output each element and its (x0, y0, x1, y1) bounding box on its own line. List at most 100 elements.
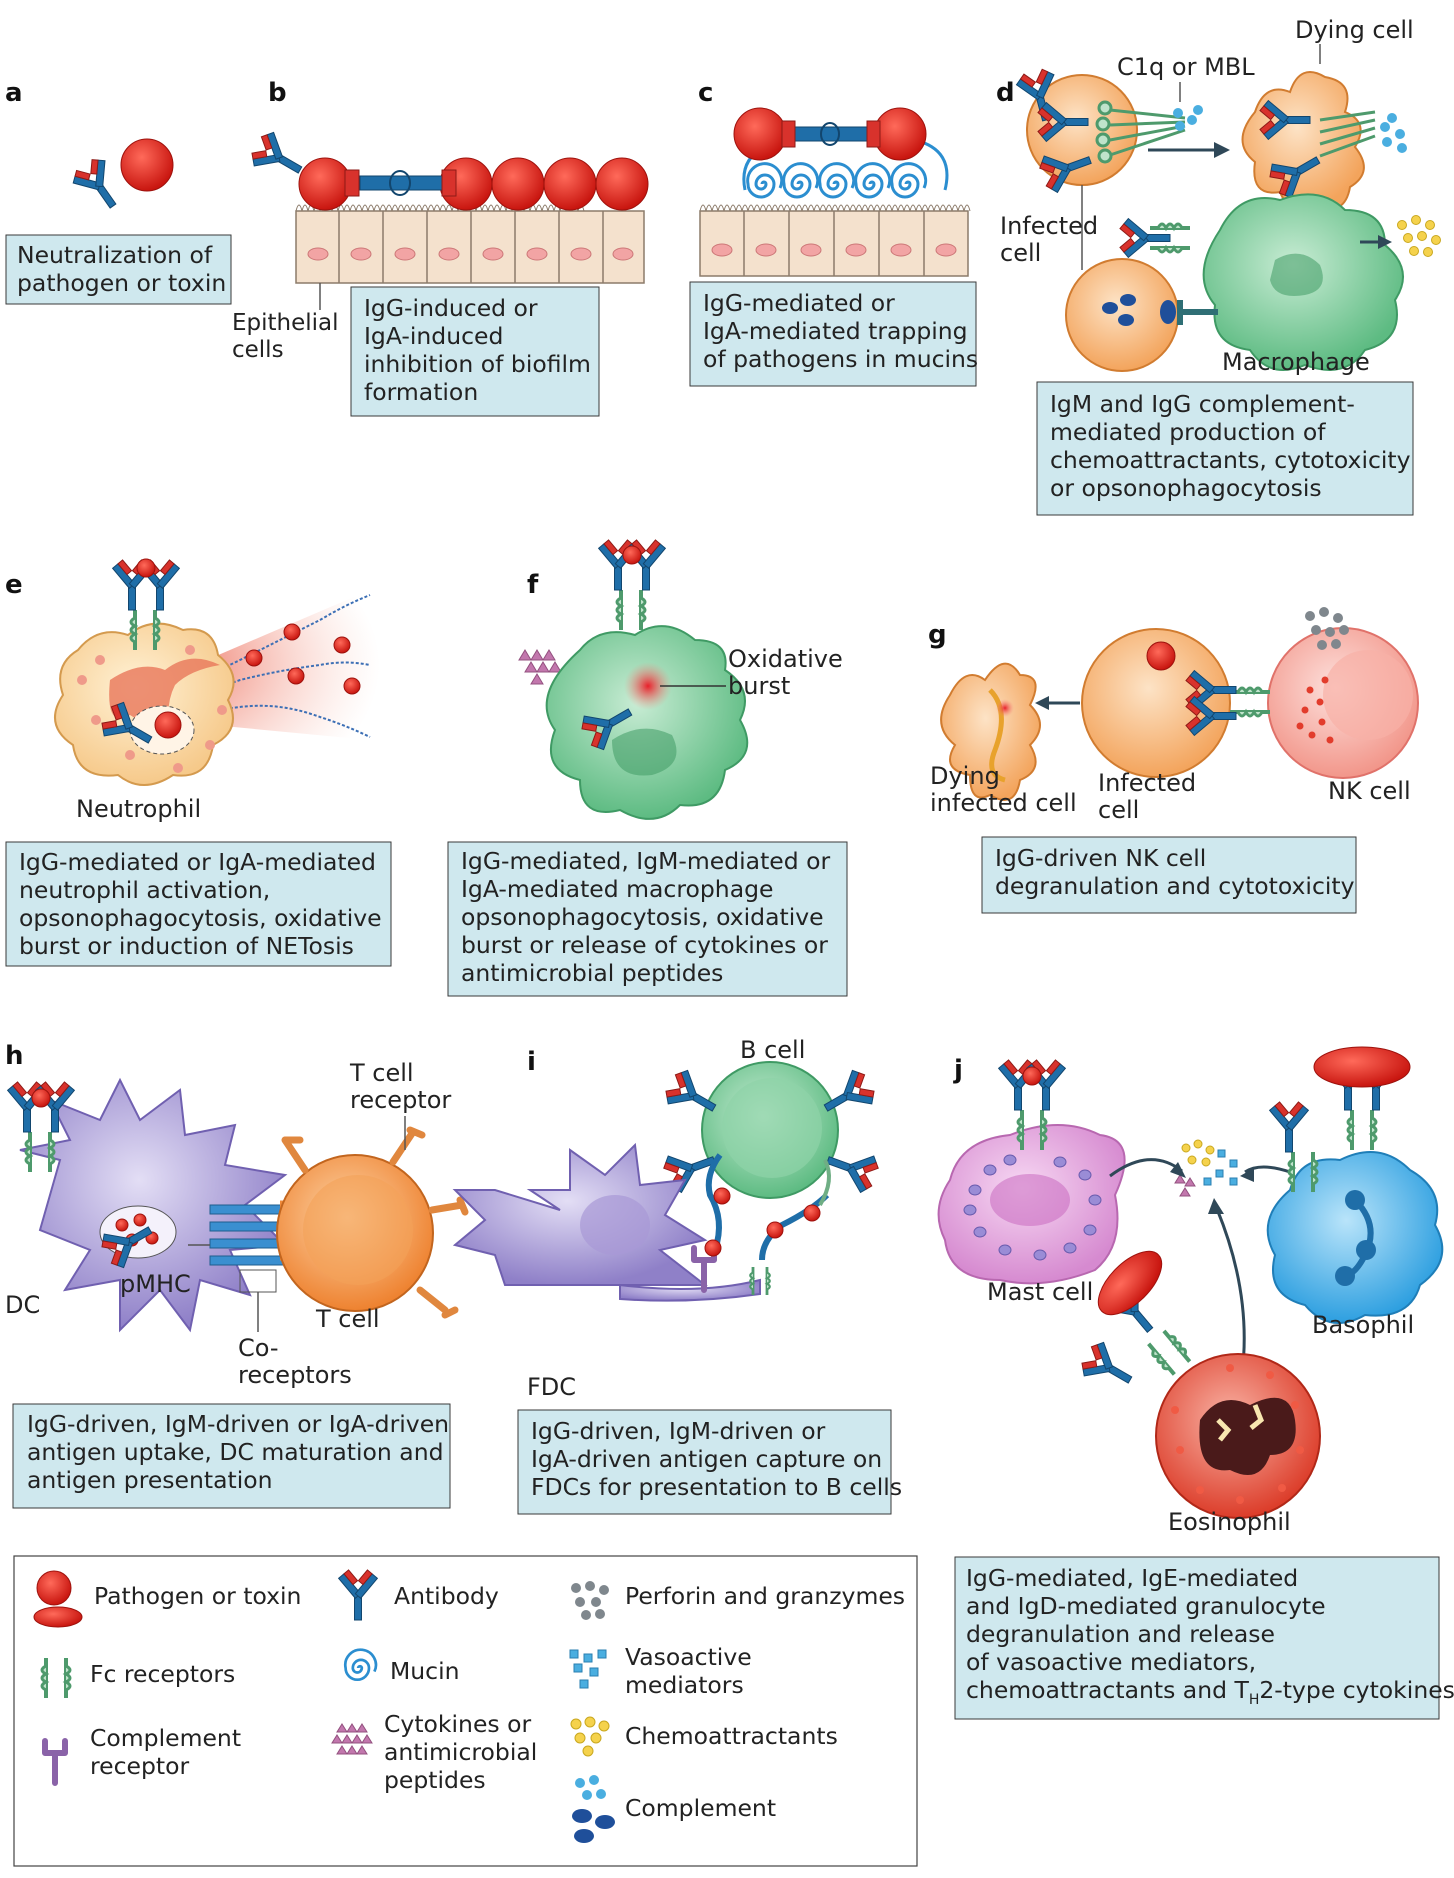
label-dying-1: Dying (930, 762, 1000, 790)
caption-j-5b: 2-type cytokines (1259, 1676, 1454, 1704)
arrow-head-d1 (1214, 142, 1230, 158)
label-coreceptors-1: Co- (238, 1334, 279, 1362)
caption-j-4: of vasoactive mediators, (966, 1648, 1256, 1676)
legend: Pathogen or toxin Antibody Perforin and … (13, 1555, 918, 1867)
caption-box-c (689, 281, 977, 387)
caption-c-2: IgA-mediated trapping (703, 317, 968, 345)
caption-i-1: IgG-driven, IgM-driven or (531, 1417, 826, 1445)
caption-f-2: IgA-mediated macrophage (461, 875, 773, 903)
arrow-head-j2 (1240, 1168, 1254, 1182)
legend-cytokines-2: antimicrobial (384, 1738, 537, 1766)
antibody-icon (1076, 1337, 1141, 1398)
t-cell-h (276, 1126, 469, 1319)
caption-g-1: IgG-driven NK cell (995, 844, 1206, 872)
macrophage-d (1202, 193, 1404, 371)
caption-a-1: Neutralization of (17, 241, 213, 269)
panel-e: e Neutrophil (5, 558, 392, 967)
caption-g-2: degranulation and cytotoxicity (995, 872, 1355, 900)
epithelial-layer-b (295, 204, 645, 284)
label-macrophage: Macrophage (1222, 348, 1370, 376)
caption-c-1: IgG-mediated or (703, 289, 895, 317)
panel-letter-j: j (953, 1055, 963, 1085)
panel-h: h T cell receptor (5, 1041, 469, 1509)
cytokines-icon (331, 1723, 373, 1755)
label-dying-cell: Dying cell (1295, 16, 1414, 44)
caption-b-4: formation (364, 378, 478, 406)
label-nk: NK cell (1328, 777, 1411, 805)
antibody-icon (1269, 1101, 1309, 1153)
legend-vasoactive-2: mediators (625, 1671, 744, 1699)
caption-j-5a: chemoattractants and T (966, 1676, 1249, 1704)
label-neutrophil: Neutrophil (76, 795, 201, 823)
complement-dots-d2 (1380, 113, 1407, 153)
infected-cell-g (1081, 628, 1231, 778)
caption-box-h (12, 1403, 451, 1509)
nk-cell-g (1267, 627, 1419, 779)
caption-e-1: IgG-mediated or IgA-mediated (19, 848, 376, 876)
caption-h-1: IgG-driven, IgM-driven or IgA-driven (27, 1410, 449, 1438)
label-infected-g2: cell (1098, 796, 1139, 824)
mediators-j (1174, 1139, 1238, 1197)
label-dying-2: infected cell (930, 789, 1077, 817)
caption-e-3: opsonophagocytosis, oxidative (19, 904, 382, 932)
legend-creceptor-1: Complement (90, 1724, 241, 1752)
label-tcr-1: T cell (349, 1059, 414, 1087)
caption-e-4: burst or induction of NETosis (19, 932, 354, 960)
caption-h-3: antigen presentation (27, 1466, 273, 1494)
panel-letter-e: e (5, 570, 23, 600)
label-coreceptors-2: receptors (238, 1361, 352, 1389)
caption-c-3: of pathogens in mucins (703, 345, 978, 373)
arrow-j3 (1215, 1208, 1246, 1375)
caption-b-2: IgA-induced (364, 322, 503, 350)
complement-dots-d1 (1173, 105, 1203, 131)
panel-g: g Dying infected (928, 607, 1419, 914)
panel-letter-g: g (928, 620, 947, 650)
caption-d-2: mediated production of (1050, 418, 1326, 446)
legend-pathogen-icon (33, 1570, 83, 1628)
neutrophil-e (54, 622, 235, 786)
panel-letter-f: f (527, 570, 539, 600)
legend-mucin: Mucin (390, 1657, 460, 1685)
caption-h-2: antigen uptake, DC maturation and (27, 1438, 444, 1466)
caption-b-3: inhibition of biofilm (364, 350, 591, 378)
perforin-icon (571, 1581, 609, 1620)
caption-d-4: or opsonophagocytosis (1050, 474, 1322, 502)
caption-a-2: pathogen or toxin (17, 269, 226, 297)
chemoattractants-icon (570, 1716, 610, 1757)
label-mast: Mast cell (987, 1278, 1093, 1306)
pathogens-c (733, 107, 927, 161)
legend-perforin: Perforin and granzymes (625, 1582, 905, 1610)
label-infected-g1: Infected (1098, 769, 1196, 797)
panel-b: b (232, 78, 649, 417)
pathogen-eosinophil (1097, 1250, 1163, 1316)
dc-h (19, 1077, 288, 1333)
panel-a: a Neutralization of pathogen or toxin (5, 78, 232, 305)
caption-j-3: degranulation and release (966, 1620, 1275, 1648)
label-bcell: B cell (740, 1036, 805, 1064)
label-basophil: Basophil (1312, 1311, 1414, 1339)
pathogen-e (136, 558, 156, 578)
c1q-complex-d (1095, 100, 1186, 164)
arrow-head-j3 (1208, 1198, 1224, 1214)
immune-complex-i (704, 1153, 831, 1261)
legend-cytokines-1: Cytokines or (384, 1710, 531, 1738)
legend-box (13, 1555, 918, 1867)
igA-dimer-b (344, 169, 457, 197)
igA-dimer-c (781, 120, 881, 148)
panel-letter-i: i (527, 1047, 536, 1077)
eosinophil-j (1155, 1353, 1321, 1519)
perforin-g (1305, 607, 1349, 650)
panel-c: c (689, 78, 978, 387)
dying-cell-g (940, 662, 1041, 801)
label-infected-1: Infected (1000, 212, 1098, 240)
fc-receptor-icon (1143, 1326, 1195, 1379)
complement-icon (572, 1775, 615, 1843)
label-pmhc: pMHC (120, 1270, 191, 1298)
caption-box-f (447, 841, 848, 997)
pathogen-h (31, 1088, 51, 1108)
fdc-i (452, 1142, 761, 1302)
c1q-complex-d2 (1319, 110, 1376, 158)
caption-j-5: chemoattractants and TH2-type cytokines (966, 1676, 1454, 1708)
label-c1q: C1q or MBL (1117, 53, 1255, 81)
